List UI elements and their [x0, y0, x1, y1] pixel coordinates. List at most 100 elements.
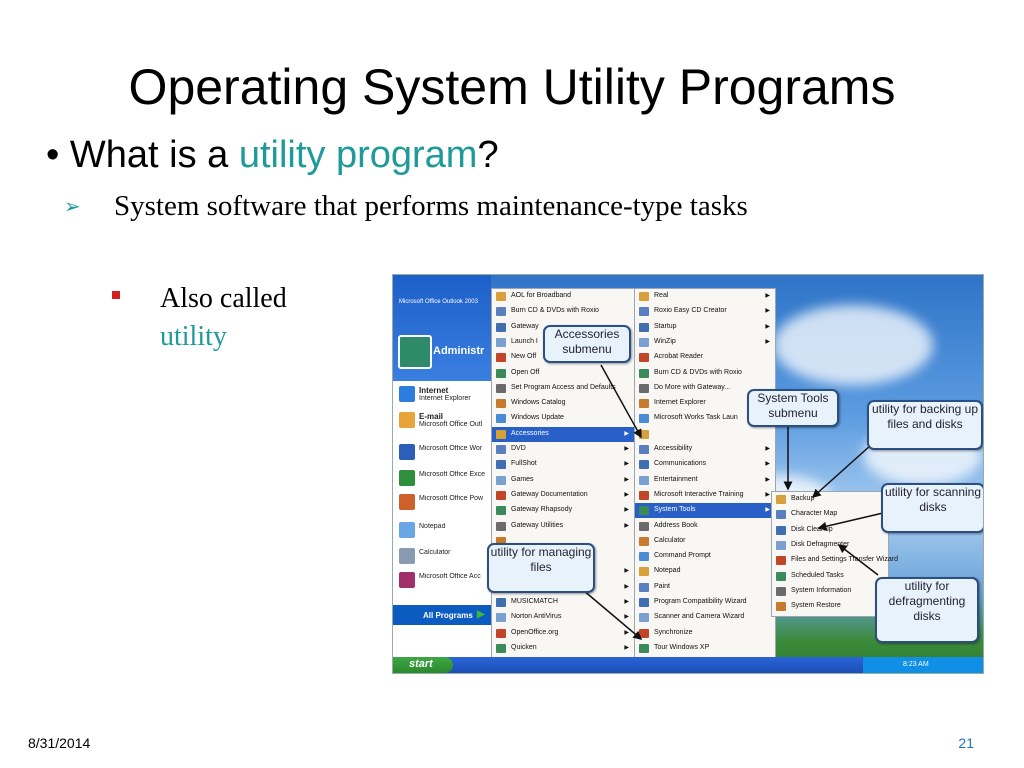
- submenu-arrow-icon: ▶: [624, 461, 629, 468]
- programs_menu-item[interactable]: Windows Catalog: [492, 396, 634, 411]
- accessories_menu-item[interactable]: System Tools▶: [635, 503, 775, 519]
- programs_menu-item[interactable]: Windows Update: [492, 411, 634, 426]
- programs_menu-item[interactable]: Norton AntiVirus▶: [492, 610, 634, 625]
- programs_menu-item[interactable]: AOL for Broadband: [492, 289, 634, 304]
- recent-notepad[interactable]: Notepad: [393, 519, 491, 543]
- programs_menu-item-label: Gateway Utilities: [511, 521, 564, 529]
- program-icon: [496, 307, 506, 317]
- accessories_menu-item[interactable]: Roxio Easy CD Creator▶: [635, 304, 775, 319]
- programs_menu-item[interactable]: OpenOffice.org▶: [492, 626, 634, 641]
- submenu-arrow-icon: ▶: [765, 491, 770, 498]
- accessories_menu-item[interactable]: Address Book: [635, 519, 775, 534]
- programs_menu-item[interactable]: Accessories▶: [492, 426, 634, 442]
- system_tools_menu-item-label: Disk Defragmenter: [791, 540, 850, 548]
- accessories_menu-item[interactable]: Communications▶: [635, 457, 775, 472]
- system_tools_menu-item[interactable]: Files and Settings Transfer Wizard: [772, 553, 898, 568]
- accessories_menu-item-label: Synchronize: [654, 628, 693, 636]
- program-icon: [496, 536, 506, 546]
- programs_menu-item[interactable]: Gateway: [492, 320, 634, 335]
- program-icon: [776, 525, 786, 535]
- programs_menu-item[interactable]: Gateway Utilities▶: [492, 519, 634, 534]
- callout-managing: utility for managing files: [487, 543, 595, 593]
- recent-word[interactable]: Microsoft Office Wor: [393, 441, 491, 465]
- system_tools_menu-item[interactable]: System Restore: [772, 599, 888, 614]
- system_tools_menu-item[interactable]: Disk Cleanup: [772, 523, 888, 538]
- accessories_menu-item[interactable]: Command Prompt: [635, 549, 775, 564]
- system_tools_menu-item[interactable]: Scheduled Tasks: [772, 569, 888, 584]
- programs_menu-item-label: Open Off: [511, 368, 540, 376]
- accessories_menu-item[interactable]: Microsoft Works Task Laun: [635, 411, 775, 426]
- accessories_menu-item[interactable]: WinZip▶: [635, 335, 775, 350]
- accessories_menu-item-label: Scanner and Camera Wizard: [654, 613, 745, 621]
- system_tools_menu-item[interactable]: Disk Defragmenter: [772, 538, 888, 553]
- recent-access[interactable]: Microsoft Office Acc: [393, 569, 491, 593]
- outlook-desktop-label: Microsoft Office Outlook 2003: [399, 299, 478, 305]
- accessories_menu-item[interactable]: Internet Explorer: [635, 396, 775, 411]
- system_tools_menu-item[interactable]: Character Map: [772, 507, 888, 522]
- accessories_menu-item[interactable]: Accessibility▶: [635, 442, 775, 457]
- submenu-arrow-icon: ▶: [765, 507, 770, 514]
- programs_menu-item[interactable]: New Off: [492, 350, 634, 365]
- programs_menu-item[interactable]: Gateway Rhapsody▶: [492, 503, 634, 518]
- programs_menu-item[interactable]: Quicken▶: [492, 641, 634, 656]
- accessories_menu-item[interactable]: Scanner and Camera Wizard: [635, 610, 775, 625]
- pinned-internet-title: Internet: [419, 387, 449, 395]
- program-icon: [639, 490, 649, 500]
- submenu-arrow-icon: ▶: [765, 308, 770, 315]
- recent-powerpoint[interactable]: Microsoft Office Pow: [393, 491, 491, 515]
- recent-calculator[interactable]: Calculator: [393, 545, 491, 569]
- start-button[interactable]: start: [393, 657, 453, 673]
- program-icon: [496, 399, 506, 409]
- program-icon: [639, 368, 649, 378]
- program-icon: [496, 643, 506, 653]
- accessories_menu-item[interactable]: Real▶: [635, 289, 775, 304]
- submenu-arrow-icon: ▶: [765, 476, 770, 483]
- callout-scanning: utility for scanning disks: [881, 483, 983, 533]
- programs_menu-item[interactable]: DVD▶: [492, 442, 634, 457]
- program-icon: [496, 460, 506, 470]
- accessories_menu-item[interactable]: Tour Windows XP: [635, 641, 775, 656]
- scanning-arrow: [817, 512, 884, 531]
- callout-accessories: Accessories submenu: [543, 325, 631, 363]
- recent-excel[interactable]: Microsoft Office Exce: [393, 467, 491, 491]
- all-programs-button[interactable]: All Programs▶: [393, 605, 491, 625]
- accessories_menu-item[interactable]: Startup▶: [635, 320, 775, 335]
- accessories_menu-item[interactable]: Synchronize: [635, 626, 775, 641]
- accessories_menu-item[interactable]: Program Compatibility Wizard: [635, 595, 775, 610]
- square-bullet-icon: [112, 291, 120, 299]
- programs_menu-item[interactable]: FullShot▶: [492, 457, 634, 472]
- programs_menu-item[interactable]: [492, 534, 634, 549]
- accessories_menu-item[interactable]: Burn CD & DVDs with Roxio: [635, 366, 775, 381]
- system_tools_menu-item[interactable]: System Information: [772, 584, 888, 599]
- programs_menu-item-label: Games: [511, 475, 534, 483]
- accessories_menu-item[interactable]: Microsoft Interactive Training▶: [635, 488, 775, 503]
- submenu-arrow-icon: ▶: [765, 323, 770, 330]
- programs_menu-item[interactable]: MUSICMATCH▶: [492, 595, 634, 610]
- programs_menu-item[interactable]: Burn CD & DVDs with Roxio: [492, 304, 634, 319]
- accessories_menu-item[interactable]: Paint: [635, 580, 775, 595]
- accessories_menu-item[interactable]: Acrobat Reader: [635, 350, 775, 365]
- programs_menu-item[interactable]: Open Off: [492, 366, 634, 381]
- system_tools_menu-item[interactable]: Backup: [772, 492, 888, 507]
- program-icon: [496, 429, 506, 439]
- bullet-definition-text: System software that performs maintenanc…: [114, 190, 748, 222]
- programs_menu-item[interactable]: Gateway Documentation▶: [492, 488, 634, 503]
- slide-date: 8/31/2014: [28, 735, 91, 751]
- accessories_menu-item[interactable]: Notepad: [635, 564, 775, 579]
- programs_menu-item[interactable]: Launch I: [492, 335, 634, 350]
- system_tools_menu-item-label: Scheduled Tasks: [791, 571, 844, 579]
- accessories_menu-item-label: Command Prompt: [654, 552, 711, 560]
- accessories_menu-item[interactable]: [635, 427, 775, 442]
- accessories_menu-item[interactable]: Calculator: [635, 534, 775, 549]
- submenu-arrow-icon: ▶: [624, 491, 629, 498]
- programs_menu-item[interactable]: Games▶: [492, 473, 634, 488]
- program-icon: [639, 445, 649, 454]
- accessories_menu-item[interactable]: Entertainment▶: [635, 473, 775, 488]
- programs_menu-item-label: Norton AntiVirus: [511, 613, 562, 621]
- program-icon: [776, 556, 786, 566]
- accessories_menu-item[interactable]: Do More with Gateway...: [635, 381, 775, 396]
- programs_menu-item-label: Windows Catalog: [511, 399, 566, 407]
- programs_menu-item[interactable]: Set Program Access and Defaults: [492, 381, 634, 396]
